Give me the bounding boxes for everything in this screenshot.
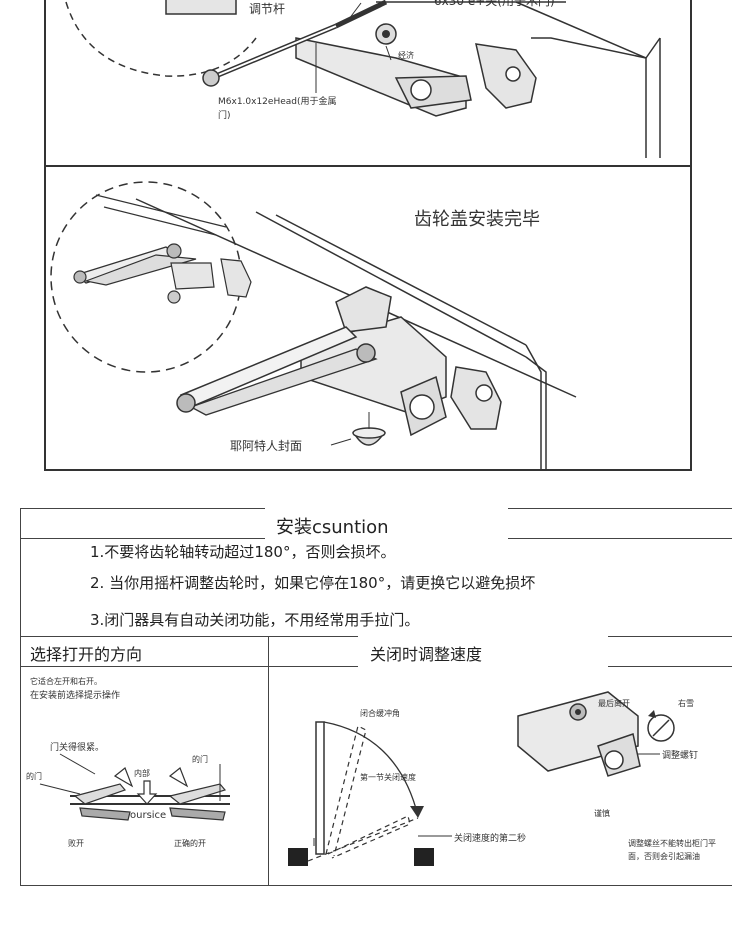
install-note-2: 2. 当你用摇杆调整齿轮时，如果它停在180°，请更换它以避免损坏 (90, 574, 536, 592)
gear-cover-illustration (50, 181, 577, 469)
top-closer-illustration (65, 0, 661, 158)
speed-section: 关闭时调整速度 闭合缓冲角 第一节关闭速度 关闭速度的第二秒 最后离开 右雪 调… (268, 636, 732, 886)
door-right-label: 的门 (192, 755, 208, 764)
top-illustration-panel: 调节杆 6x30 e+关(用于木门) 经济 M6x1.0x12eHead(用于金… (44, 0, 692, 167)
gear-cover-panel: 齿轮盖安装完毕 耶阿特人封面 (44, 165, 692, 471)
install-section: 安装csuntion 1.不要将齿轮轴转动超过180°，否则会损坏。 2. 当你… (20, 508, 732, 888)
install-note-3: 3.闭门器具有自动关闭功能，不用经常用手拉门。 (90, 611, 420, 629)
rod-label: 调节杆 (249, 2, 286, 16)
adjust-screw-label: 调整螺钉 (662, 751, 699, 761)
direction-desc-2: 在安装前选择提示操作 (30, 691, 121, 701)
direction-title: 选择打开的方向 (30, 645, 143, 664)
wood-screw-label: 6x30 e+关(用于木门) (434, 0, 555, 8)
inside-label: 内部 (134, 769, 150, 778)
speed-title: 关闭时调整速度 (370, 645, 483, 664)
bolt-label-1: M6x1.0x12eHead(用于金属 (218, 97, 337, 107)
gear-cover-title: 齿轮盖安装完毕 (414, 209, 540, 230)
direction-desc-1: 它适合左开和右开。 (30, 677, 102, 686)
bolt-label-2: 门) (218, 111, 231, 121)
small-label: 经济 (398, 51, 414, 60)
correct-label: 正确的开 (174, 839, 206, 848)
door-left-label: 的门 (26, 772, 42, 781)
install-title: 安装csuntion (276, 517, 389, 538)
warn-line-1: 调整螺丝不能转出柜门平 (628, 839, 716, 848)
direction-section: 选择打开的方向 它适合左开和右开。 在安装前选择提示操作 门关得很紧。 的门 的… (20, 636, 269, 886)
speed-diagram (288, 691, 675, 866)
outside-label: oursice (130, 810, 167, 821)
buffer-label: 闭合缓冲角 (360, 709, 400, 718)
open-label: 最后离开 (598, 699, 630, 708)
second-speed-label: 关闭速度的第二秒 (454, 834, 527, 844)
caution-label: 谨慎 (594, 809, 610, 818)
warn-line-2: 面，否则会引起漏油 (628, 852, 700, 861)
right-label: 右雪 (678, 699, 694, 708)
install-note-1: 1.不要将齿轮轴转动超过180°，否则会损坏。 (90, 543, 396, 561)
cap-label: 耶阿特人封面 (230, 439, 303, 453)
tight-label: 门关得很紧。 (50, 743, 105, 753)
first-speed-label: 第一节关闭速度 (360, 773, 416, 782)
fail-label: 败开 (68, 839, 84, 848)
direction-diagram (39, 753, 230, 821)
